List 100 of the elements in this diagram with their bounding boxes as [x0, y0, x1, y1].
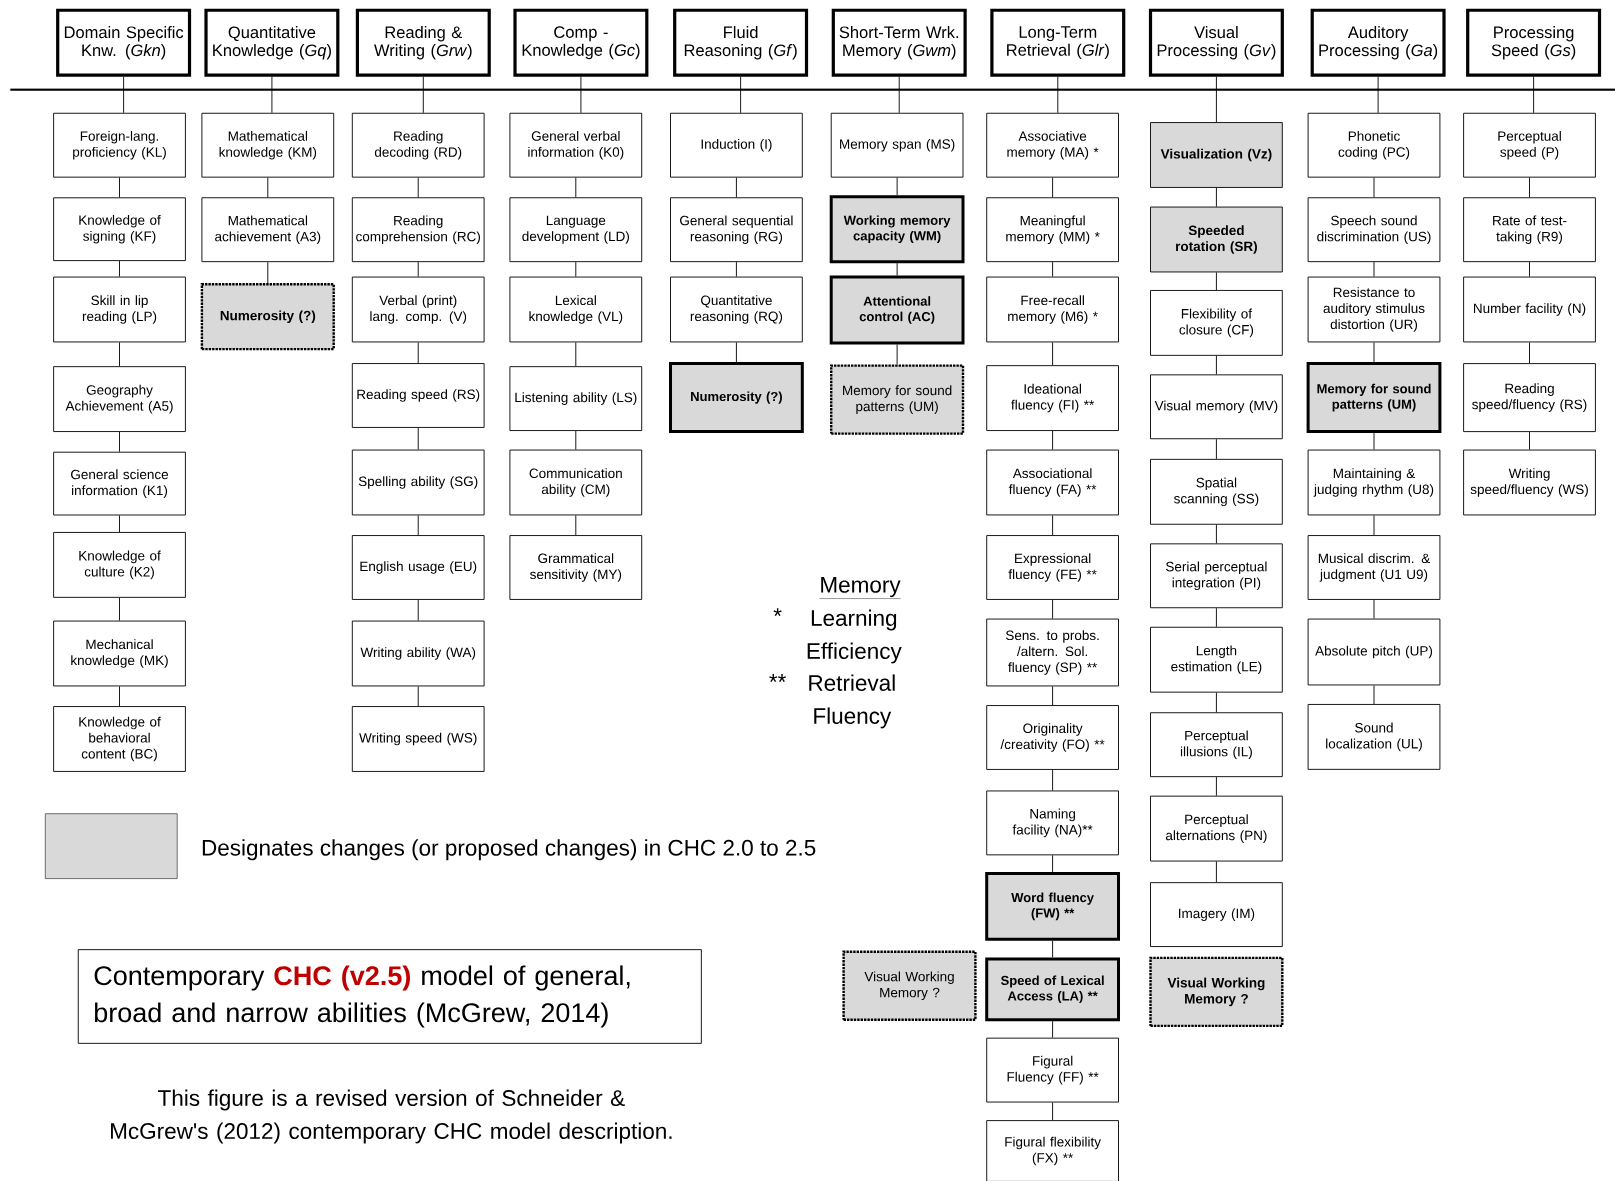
connector-line — [119, 177, 120, 198]
ability-box: Perceptual alternations (PN) — [1150, 795, 1283, 862]
connector-line — [1052, 854, 1054, 873]
connector-line — [1052, 1102, 1054, 1121]
ability-box: Free-recall memory (M6) * — [986, 276, 1119, 343]
ability-box: Spatial scanning (SS) — [1150, 458, 1283, 525]
ability-box: Spelling ability (SG) — [351, 449, 485, 516]
connector-line — [1373, 432, 1375, 451]
connector-line — [1215, 607, 1217, 628]
connector-line — [1057, 76, 1059, 114]
ability-box: Knowledge of behavioral content (BC) — [53, 706, 186, 772]
highlighted-ability-box: Word fluency (FW) ** — [985, 871, 1120, 941]
connector-line — [575, 430, 577, 451]
ability-box: Meaningful memory (MM) * — [986, 197, 1119, 263]
connector-line — [1052, 261, 1054, 278]
connector-line — [898, 76, 900, 114]
highlighted-ability-box: Visualization (Vz) — [1150, 122, 1283, 188]
ability-box: Flexibility of closure (CF) — [1150, 290, 1283, 356]
ability-box: Visual memory (MV) — [1150, 374, 1283, 440]
connector-line — [1052, 514, 1054, 536]
ability-box: Writing speed (WS) — [351, 706, 485, 772]
ability-box: Serial perceptual integration (PI) — [1150, 543, 1283, 609]
proposed-ability-box: Numerosity (?) — [200, 283, 335, 351]
ability-box: Writing speed/fluency (WS) — [1463, 449, 1596, 516]
ability-box: Reading decoding (RD) — [351, 112, 485, 178]
connector-line — [1373, 341, 1375, 363]
connector-line — [575, 177, 577, 198]
highlighted-ability-box: Numerosity (?) — [669, 362, 804, 434]
connector-line — [1529, 341, 1530, 364]
ability-header-box: Processing Speed (Gs) — [1466, 8, 1602, 77]
connector-line — [1215, 524, 1217, 544]
ability-box: Reading speed/fluency (RS) — [1463, 363, 1596, 433]
ability-box: Associational fluency (FA) ** — [986, 449, 1119, 516]
connector-line — [1373, 599, 1375, 620]
ability-box: Grammatical sensitivity (MY) — [509, 535, 643, 600]
connector-line — [575, 341, 577, 367]
ability-box: Perceptual speed (P) — [1463, 112, 1596, 178]
connector-line — [417, 599, 419, 622]
ability-box: Listening ability (LS) — [509, 366, 643, 431]
ability-box: Quantitative reasoning (RQ) — [670, 276, 803, 343]
key-text: ** — [769, 674, 786, 682]
ability-box: Resistance to auditory stimulus distortion (UR) — [1307, 276, 1441, 343]
connector-line — [1533, 76, 1535, 114]
connector-line — [119, 260, 120, 278]
ability-box: Length estimation (LE) — [1150, 626, 1283, 693]
highlighted-ability-box: Speed of Lexical Access (LA) ** — [985, 957, 1120, 1022]
connector-line — [119, 685, 120, 707]
ability-box: Speech sound discrimination (US) — [1307, 197, 1441, 263]
ability-box: Sens. to probs. /altern. Sol. fluency (SP) ** — [986, 618, 1119, 687]
connector-line — [740, 76, 742, 114]
connector-line — [735, 261, 737, 278]
connector-line — [1052, 430, 1054, 451]
connector-line — [417, 685, 419, 707]
connector-line — [1215, 692, 1217, 713]
ability-box: General science information (K1) — [53, 451, 186, 516]
connector-line — [417, 514, 419, 536]
connector-line — [1373, 684, 1375, 705]
proposed-ability-box: Memory for sound patterns (UM) — [830, 364, 965, 435]
connector-line — [1052, 599, 1054, 620]
connector-line — [896, 344, 898, 365]
ability-header-box: Visual Processing (Gv) — [1148, 8, 1284, 77]
key-text: * — [773, 608, 782, 617]
connector-line — [417, 341, 419, 364]
ability-box: Ideational fluency (FI) ** — [986, 365, 1119, 431]
connector-line — [575, 514, 577, 536]
connector-line — [1052, 177, 1054, 198]
connector-line — [1215, 776, 1217, 797]
ability-box: Rate of test-taking (R9) — [1463, 197, 1596, 263]
key-text: Learning Efficiency — [807, 609, 902, 664]
connector-line — [119, 431, 120, 453]
ability-box: Phonetic coding (PC) — [1307, 112, 1441, 178]
connector-line — [1215, 438, 1217, 460]
connector-line — [735, 177, 737, 198]
ability-header-box: Domain Specific Knw. (Gkn) — [56, 8, 192, 77]
connector-line — [417, 261, 419, 278]
ability-box: Mechanical knowledge (MK) — [53, 620, 186, 687]
connector-line — [1529, 261, 1530, 278]
ability-box: Expressional fluency (FE) ** — [986, 535, 1119, 600]
connector-line — [1377, 76, 1379, 114]
connector-line — [1529, 177, 1530, 198]
ability-header-box: Comp - Knowledge (Gc) — [513, 8, 649, 77]
ability-header-box: Long-Term Retrieval (Glr) — [990, 8, 1126, 77]
ability-box: Musical discrim. & judgment (U1 U9) — [1307, 535, 1441, 600]
connector-line — [422, 76, 424, 114]
connector-line — [1215, 355, 1217, 375]
ability-box: Naming facility (NA)** — [986, 790, 1119, 856]
ability-box: Figural flexibility (FX) ** — [986, 1120, 1119, 1181]
highlighted-ability-box: Speeded rotation (SR) — [1150, 206, 1283, 273]
ability-box: Language development (LD) — [509, 197, 643, 263]
ability-box: Number facility (N) — [1463, 276, 1596, 343]
highlighted-ability-box: Working memory capacity (WM) — [829, 195, 965, 264]
connector-line — [1052, 1020, 1054, 1039]
connector-line — [1529, 431, 1530, 451]
ability-box: Perceptual illusions (IL) — [1150, 712, 1283, 778]
connector-line — [1373, 514, 1375, 536]
ability-box: Imagery (IM) — [1150, 882, 1283, 947]
connector-line — [271, 76, 273, 114]
ability-box: Associative memory (MA) * — [986, 112, 1119, 178]
ability-box: English usage (EU) — [351, 535, 485, 600]
ability-box: Reading comprehension (RC) — [351, 197, 485, 263]
